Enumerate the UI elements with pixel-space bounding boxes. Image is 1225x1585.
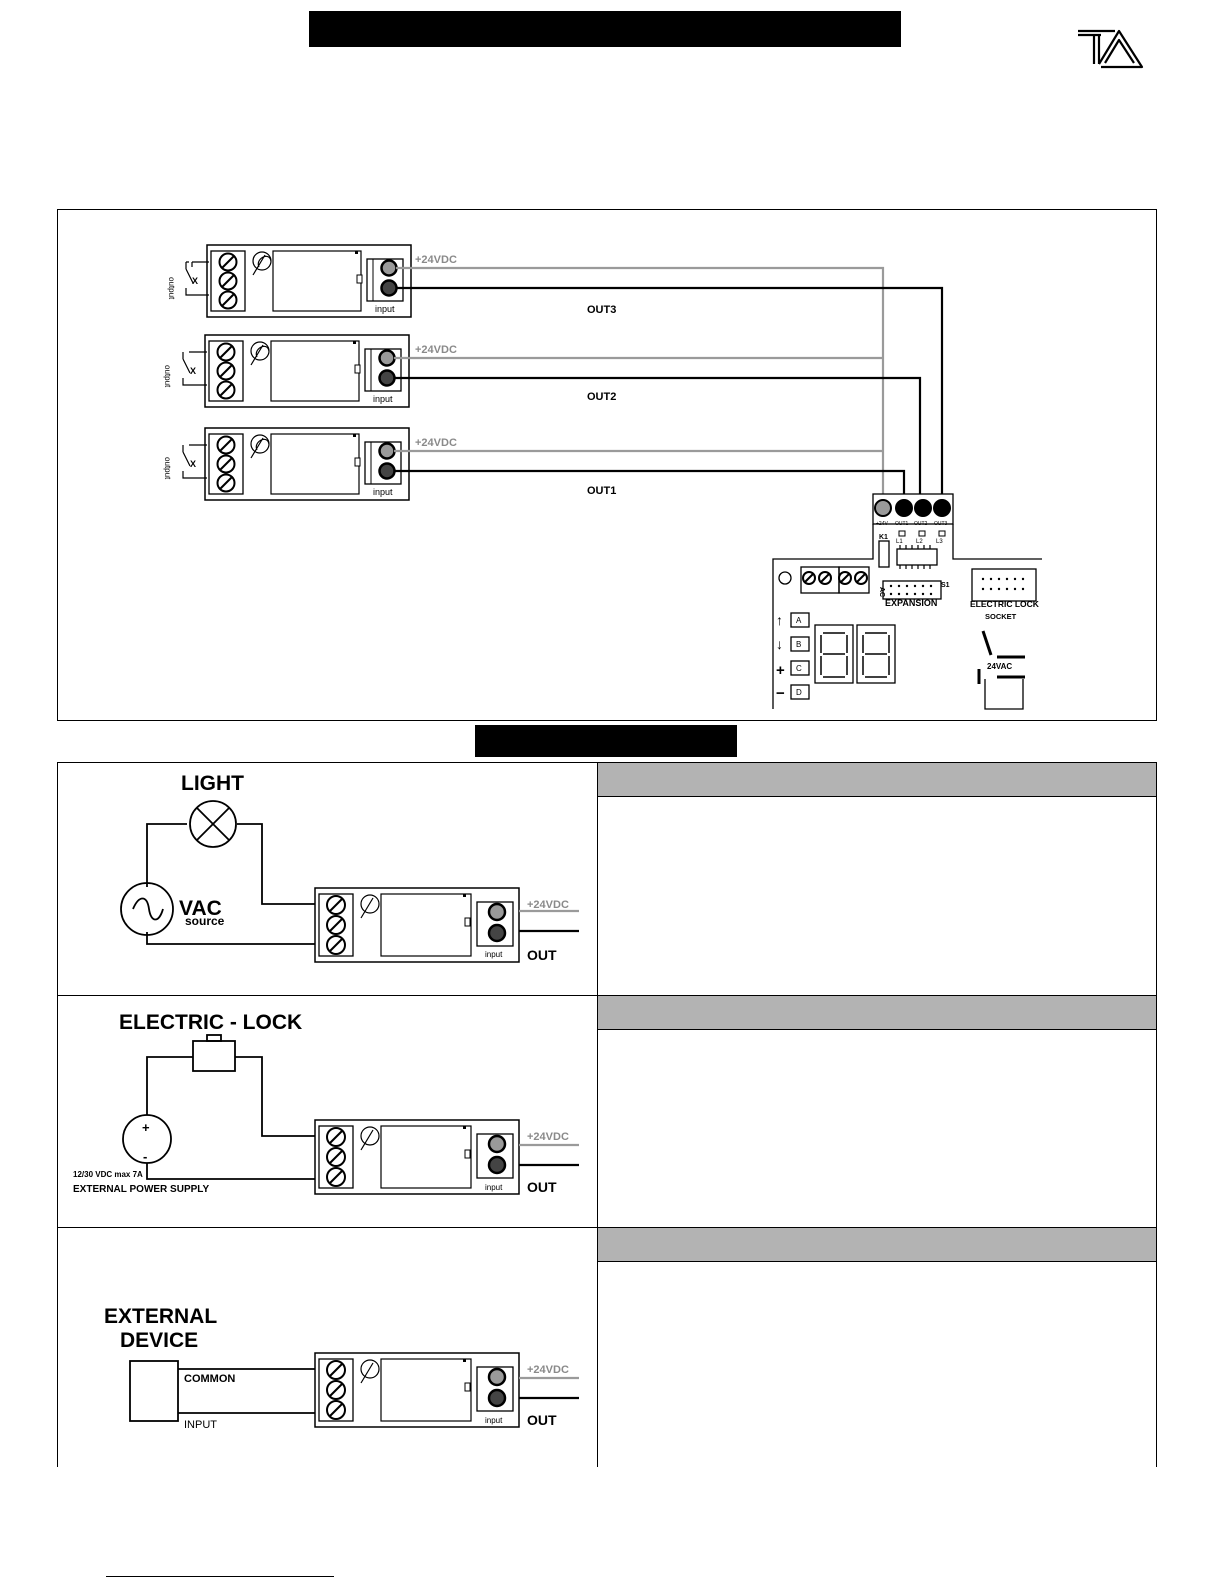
psu-minus-label: - [143,1149,147,1164]
board-screws [802,571,868,585]
out2-label: OUT2 [587,391,616,403]
light-wiring-diagram: LIGHT VAC source +24VDC input OUT [120,772,579,964]
electric-lock-label: ELECTRIC - LOCK [119,1011,302,1034]
plus24-label-2: +24VDC [415,344,457,356]
device-input-label: input [485,1416,503,1425]
term-out2-label: OUT2 [914,521,928,527]
ac-label: AC [878,587,885,597]
expansion-pins [889,577,1025,596]
output-label-1: output [163,457,172,480]
button-d-label: D [796,688,802,697]
plus24-label-1: +24VDC [415,437,457,449]
button-a-label: A [796,616,802,625]
title-bar [309,11,901,47]
light-label: LIGHT [181,772,244,795]
plus24-wires [394,266,885,499]
term-24v-label: +24V [876,521,888,527]
device-out-label: OUT [527,1412,557,1428]
x-label-3: X [192,276,198,286]
term-out1-label: OUT1 [895,521,909,527]
footer-rule [106,1576,334,1577]
external-device-label-2: DEVICE [120,1329,198,1352]
example-device-header [598,1228,1156,1262]
expansion-label: EXPANSION [885,598,937,608]
psu-plus-label: + [142,1120,150,1135]
input-label-2: input [373,394,393,404]
lock-plus24-label: +24VDC [527,1131,569,1143]
external-power-supply-label: EXTERNAL POWER SUPPLY [73,1184,209,1195]
chip-pins [899,545,931,569]
company-logo [1078,29,1144,69]
light-plus24-label: +24VDC [527,899,569,911]
x-label-2: X [190,366,196,376]
arrow-up-icon: ↑ [776,612,783,628]
lock-wiring-diagram: ELECTRIC - LOCK + - 12/30 VDC max 7A EXT… [73,1011,579,1196]
l3-label: L3 [936,539,943,545]
k1-label: K1 [879,534,888,541]
vac-label: VAC [179,897,222,920]
plus24-label-3: +24VDC [415,254,457,266]
output-switch-symbols [182,261,209,479]
device-plus24-label: +24VDC [527,1364,569,1376]
l1-label: L1 [896,539,903,545]
light-out-label: OUT [527,947,557,963]
lock-out-label: OUT [527,1179,557,1195]
light-input-label: input [485,950,503,959]
vac24-label: 24VAC [987,662,1012,671]
input-label-3: input [375,304,395,314]
out3-label: OUT3 [587,304,616,316]
source-label: source [185,914,225,928]
electric-lock-socket-label-1: ELECTRIC LOCK [970,599,1040,609]
external-device-label-1: EXTERNAL [104,1305,217,1328]
x-label-1: X [190,459,196,469]
l2-label: L2 [916,539,923,545]
controller-terminal-block [872,493,954,525]
example-lock-text-cell [597,995,1157,1228]
jumpers-24vac [977,630,1025,684]
psu-rating-label: 12/30 VDC max 7A [73,1170,143,1179]
input-label-1: input [373,487,393,497]
arrow-down-icon: ↓ [776,636,783,652]
main-wiring-diagram: output output output X X X input input i… [163,243,1042,710]
out-wires [394,286,944,499]
common-label: COMMON [184,1373,235,1385]
lock-input-label: input [485,1183,503,1192]
seven-seg-display [820,632,890,678]
input-caps-label: INPUT [184,1419,217,1431]
main-wiring-diagram-frame [57,209,1157,721]
example-light-text-cell [597,762,1157,996]
plus-icon: + [776,662,785,679]
s1-label: S1 [941,582,950,589]
output-label-2: output [163,365,172,388]
section-bar [475,725,737,757]
electric-lock-socket-label-2: SOCKET [985,612,1017,621]
term-out3-label: OUT3 [934,521,948,527]
device-wiring-diagram: EXTERNAL DEVICE COMMON INPUT +24VDC inpu… [104,1305,579,1431]
output-label-3: output [167,277,176,300]
example-device-text-cell [597,1227,1157,1467]
out1-label: OUT1 [587,485,616,497]
button-b-label: B [796,640,801,649]
example-light-header [598,763,1156,797]
minus-icon: − [776,685,785,702]
button-c-label: C [796,664,802,673]
example-lock-header [598,996,1156,1030]
